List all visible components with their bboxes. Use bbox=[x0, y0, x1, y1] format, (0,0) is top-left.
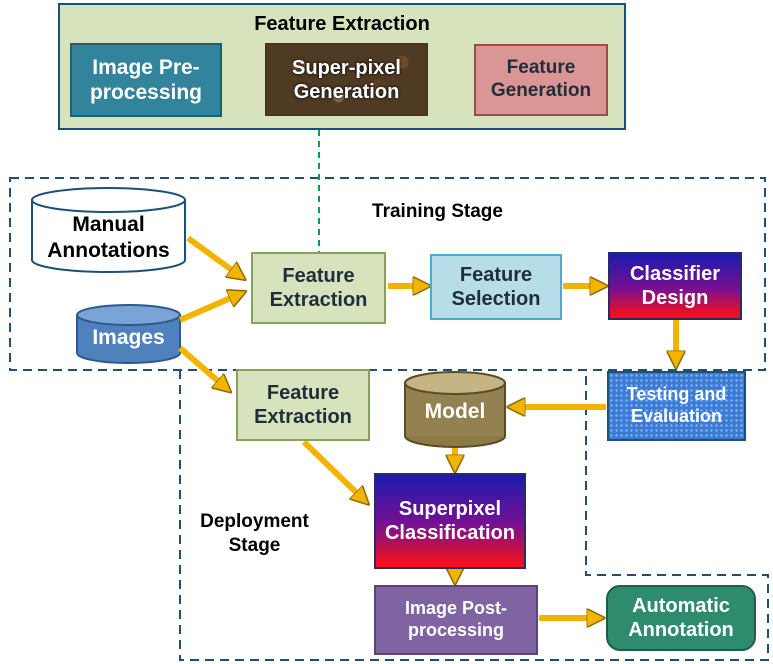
superpixel-classification-box: Superpixel Classification bbox=[374, 473, 526, 569]
training-stage-region bbox=[9, 177, 766, 371]
manual-annotations-cylinder bbox=[31, 187, 186, 273]
image-preprocessing-box: Image Pre- processing bbox=[70, 43, 222, 117]
deployment-stage-region bbox=[179, 370, 769, 661]
images-label: Images bbox=[92, 326, 165, 349]
arrow-annotations-to-fe bbox=[186, 235, 240, 276]
manual-annotations-label: Manual Annotations bbox=[47, 213, 170, 263]
image-postprocessing-box: Image Post- processing bbox=[374, 585, 538, 655]
feature-extraction-train-box: Feature Extraction bbox=[251, 252, 386, 324]
arrow-fe-deploy-to-classification bbox=[301, 439, 364, 500]
testing-evaluation-box: Testing and Evaluation bbox=[607, 371, 746, 441]
automatic-annotation-box: Automatic Annotation bbox=[606, 585, 756, 651]
deployment-stage-label: Deployment Stage bbox=[200, 511, 309, 556]
feature-extraction-deploy-box: Feature Extraction bbox=[236, 369, 370, 441]
feature-selection-box: Feature Selection bbox=[430, 254, 562, 320]
classifier-design-box: Classifier Design bbox=[608, 252, 742, 320]
model-label: Model bbox=[424, 400, 486, 423]
arrow-images-to-fe-deploy bbox=[178, 345, 226, 388]
training-stage-label: Training Stage bbox=[372, 201, 503, 222]
model-cylinder bbox=[404, 371, 506, 448]
images-cylinder bbox=[76, 304, 181, 364]
feature-generation-box: Feature Generation bbox=[474, 44, 608, 116]
superpixel-generation-label: Super-pixel Generation bbox=[292, 56, 401, 103]
arrow-images-to-fe bbox=[178, 294, 240, 323]
superpixel-generation-box: Super-pixel Generation bbox=[265, 43, 428, 116]
feature-extraction-panel-title: Feature Extraction bbox=[254, 13, 430, 35]
